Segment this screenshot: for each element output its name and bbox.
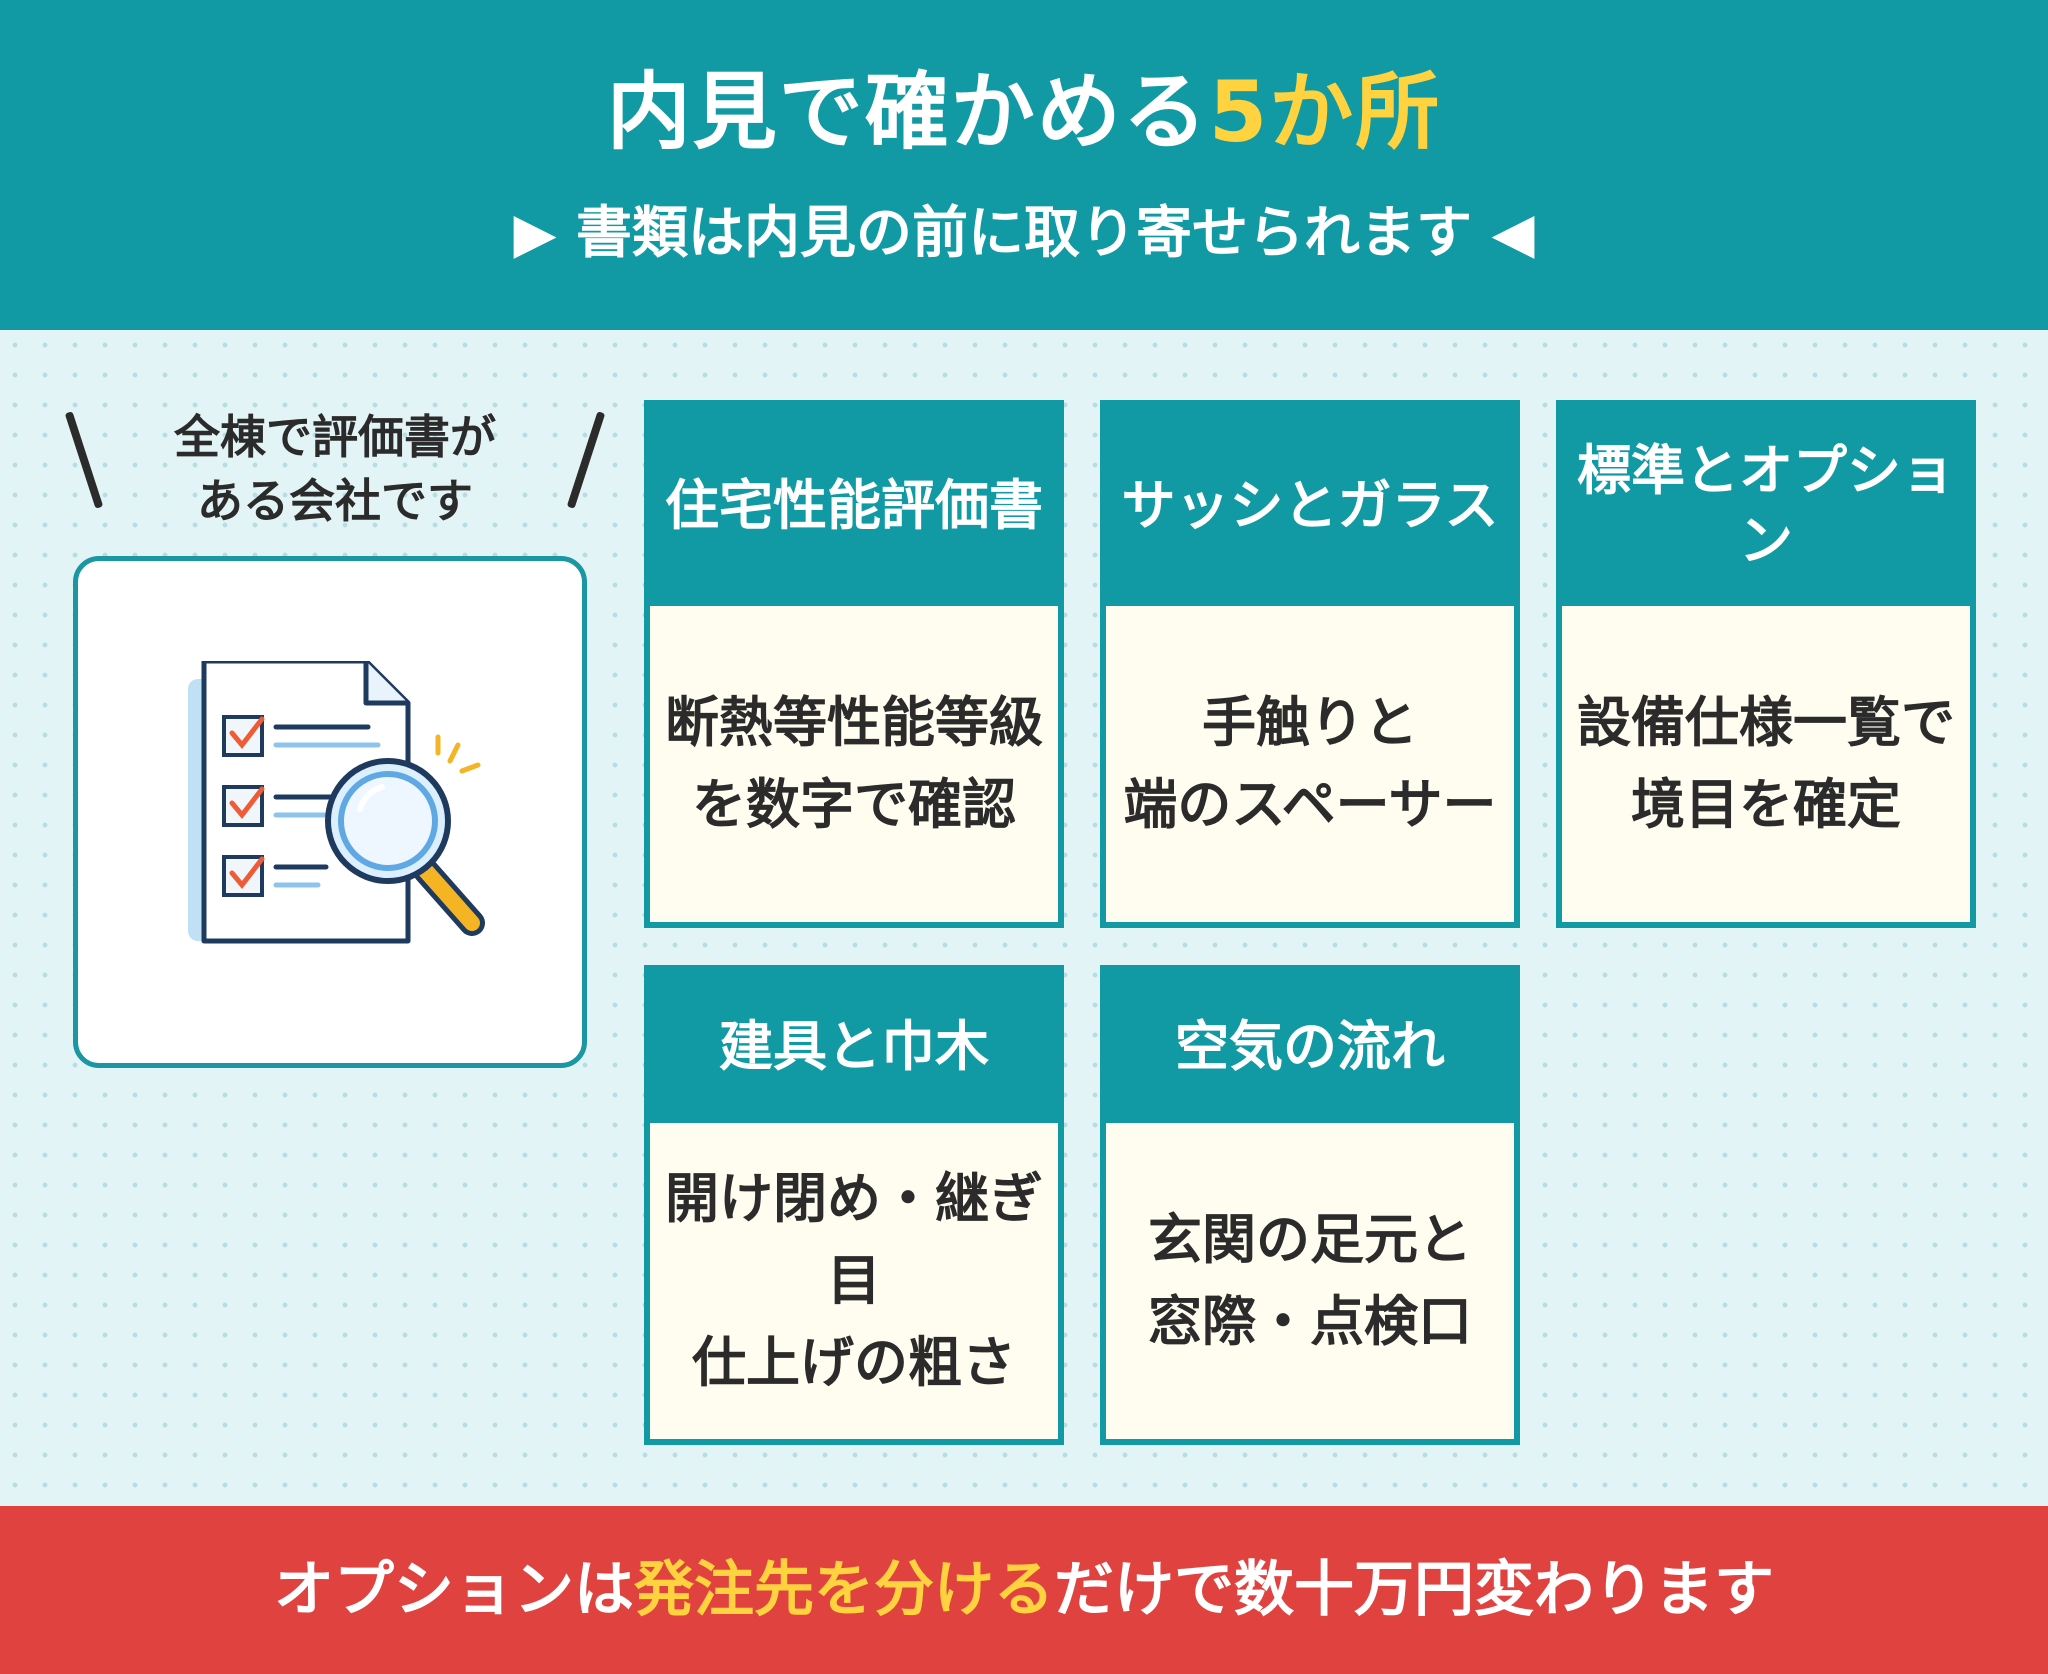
card-body: 手触りと 端のスペーサー <box>1106 606 1514 922</box>
left-caption: 全棟で評価書が ある会社です <box>60 405 610 535</box>
document-magnifier-icon <box>188 661 485 944</box>
card-title: 標準とオプション <box>1562 406 1970 606</box>
card-body-line: を数字で確認 <box>692 773 1016 836</box>
footer-text-highlight: 発注先を分ける <box>634 1555 1054 1625</box>
card-body-line: 開け閉め・継ぎ目 <box>665 1167 1043 1312</box>
caption-line-1: 全棟で評価書が <box>174 410 496 464</box>
caption-line-2: ある会社です <box>197 474 473 528</box>
card-title: 住宅性能評価書 <box>650 406 1058 606</box>
card-body-line: 設備仕様一覧で <box>1577 691 1955 754</box>
footer-banner: オプションは発注先を分けるだけで数十万円変わります <box>0 1506 2048 1674</box>
card-standard-option: 標準とオプション 設備仕様一覧で 境目を確定 <box>1556 400 1976 928</box>
header-banner: 内見で確かめる5か所 ▶ 書類は内見の前に取り寄せられます ◀ <box>0 0 2048 330</box>
footer-text-after: だけで数十万円変わります <box>1054 1555 1774 1625</box>
card-body: 断熱等性能等級 を数字で確認 <box>650 606 1058 922</box>
card-title: 空気の流れ <box>1106 971 1514 1123</box>
illustration-box <box>73 556 587 1068</box>
card-body-line: 玄関の足元と <box>1148 1208 1472 1271</box>
title-highlight: 5か所 <box>1208 63 1442 161</box>
card-body: 設備仕様一覧で 境目を確定 <box>1562 606 1970 922</box>
left-slash-decoration <box>64 411 104 509</box>
card-body: 開け閉め・継ぎ目 仕上げの粗さ <box>650 1123 1058 1439</box>
card-body-line: 手触りと <box>1201 691 1418 754</box>
card-body-line: 境目を確定 <box>1631 773 1901 836</box>
page-title: 内見で確かめる5か所 <box>0 62 2048 163</box>
card-body-line: 窓際・点検口 <box>1148 1290 1472 1353</box>
page-subtitle: ▶ 書類は内見の前に取り寄せられます ◀ <box>513 201 1535 266</box>
card-fittings-baseboard: 建具と巾木 開け閉め・継ぎ目 仕上げの粗さ <box>644 965 1064 1445</box>
card-body-line: 断熱等性能等級 <box>665 691 1043 754</box>
card-title: サッシとガラス <box>1106 406 1514 606</box>
card-body-line: 端のスペーサー <box>1123 773 1497 836</box>
footer-text-before: オプションは <box>274 1555 634 1625</box>
card-air-flow: 空気の流れ 玄関の足元と 窓際・点検口 <box>1100 965 1520 1445</box>
card-housing-performance: 住宅性能評価書 断熱等性能等級 を数字で確認 <box>644 400 1064 928</box>
card-title: 建具と巾木 <box>650 971 1058 1123</box>
card-body-line: 仕上げの粗さ <box>692 1331 1016 1394</box>
right-slash-decoration <box>566 411 606 509</box>
title-main: 内見で確かめる <box>606 63 1209 161</box>
caption-text: 全棟で評価書が ある会社です <box>130 405 540 533</box>
card-sash-glass: サッシとガラス 手触りと 端のスペーサー <box>1100 400 1520 928</box>
card-body: 玄関の足元と 窓際・点検口 <box>1106 1123 1514 1439</box>
